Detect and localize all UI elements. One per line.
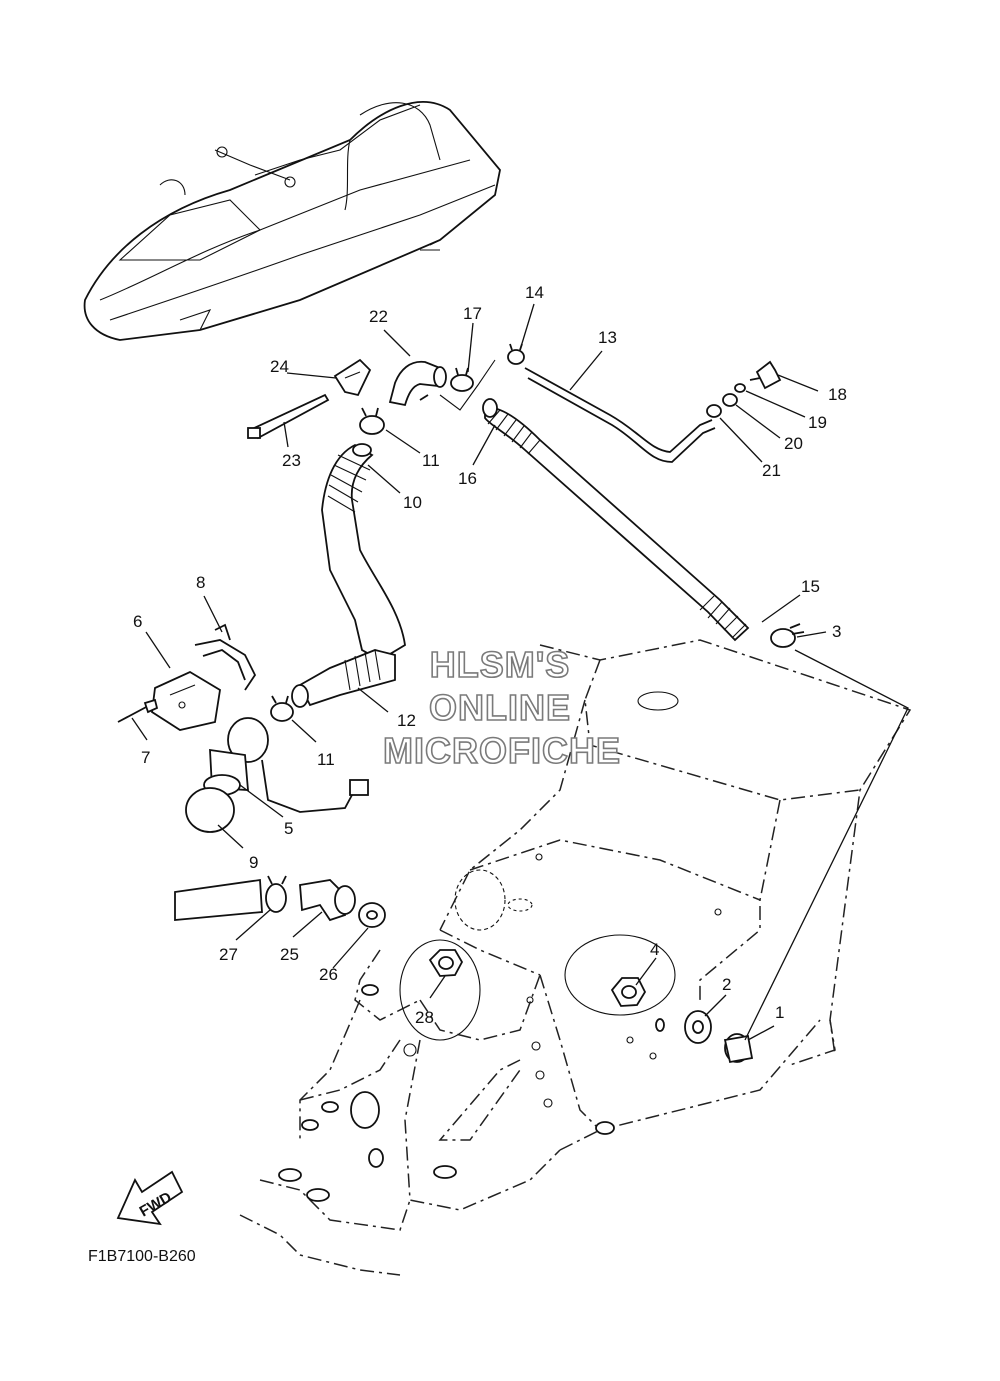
part-24-mount [333, 358, 372, 397]
callout-14: 14 [525, 283, 544, 302]
callout-8: 8 [196, 573, 205, 592]
part-9-cover [185, 787, 235, 833]
callout-11-upper: 11 [422, 451, 440, 470]
part-11-clamp-upper [359, 407, 385, 435]
part-22-elbow [388, 360, 447, 407]
fwd-arrow: FWD [116, 1170, 184, 1226]
callout-25: 25 [280, 945, 299, 964]
watermark-line-2: ONLINE [429, 687, 571, 728]
watermark-line-1: HLSM'S [430, 644, 571, 685]
callout-3: 3 [832, 622, 841, 641]
hull-outline [239, 639, 912, 1276]
part-23-cable-tie [247, 393, 330, 440]
callout-13: 13 [598, 328, 617, 347]
part-5-bilge-pump [203, 717, 369, 813]
callout-20: 20 [784, 434, 803, 453]
callout-19: 19 [808, 413, 827, 432]
fitting-box [439, 359, 496, 411]
part-27-clamp [265, 875, 287, 913]
callout-9: 9 [249, 853, 258, 872]
callout-7: 7 [141, 748, 150, 767]
callout-21: 21 [762, 461, 781, 480]
callout-4: 4 [650, 940, 659, 959]
part-16-hose [482, 398, 750, 642]
part-8-bracket [194, 623, 257, 691]
callout-2: 2 [722, 975, 731, 994]
callout-labels: 1 2 3 4 5 6 7 8 9 10 11 11 12 13 14 15 1… [133, 283, 847, 1027]
part-3-clamp [770, 623, 805, 648]
callout-12: 12 [397, 711, 416, 730]
callout-5: 5 [284, 819, 293, 838]
part-28-nut [428, 949, 464, 977]
part-14-clamp [507, 343, 525, 365]
callout-15: 15 [801, 577, 820, 596]
leader-lines [131, 303, 909, 1041]
part-10-hose [321, 443, 406, 662]
watercraft-overview-illustration [83, 101, 501, 341]
watermark-line-3: MICROFICHE [383, 730, 621, 771]
callout-27: 27 [219, 945, 238, 964]
part-26-washer [358, 902, 386, 928]
callout-16: 16 [458, 469, 477, 488]
callout-17: 17 [463, 304, 482, 323]
callout-10: 10 [403, 493, 422, 512]
callout-18: 18 [828, 385, 847, 404]
part-7-screw [117, 698, 159, 723]
part-25-elbow-fitting [299, 879, 356, 922]
drain-pipe [174, 878, 263, 921]
part-4-nut [610, 977, 647, 1007]
part-17-clamp [450, 367, 474, 392]
part-1-fitting [723, 1033, 754, 1064]
part-18-21-fitting-assembly [706, 360, 782, 418]
part-11-clamp-lower [270, 695, 294, 722]
callout-11-lower: 11 [317, 750, 335, 769]
callout-26: 26 [319, 965, 338, 984]
watermark: HLSM'S ONLINE MICROFICHE [382, 643, 621, 772]
part-13-pipe [524, 367, 716, 463]
part-12-hose-end [291, 649, 396, 708]
callout-1: 1 [775, 1003, 784, 1022]
part-6-holder [151, 670, 221, 731]
callout-23: 23 [282, 451, 301, 470]
callout-24: 24 [270, 357, 289, 376]
figure-code: F1B7100-B260 [88, 1248, 196, 1265]
callout-6: 6 [133, 612, 142, 631]
callout-28: 28 [415, 1008, 434, 1027]
part-2-washer [684, 1010, 712, 1044]
callout-22: 22 [369, 307, 388, 326]
